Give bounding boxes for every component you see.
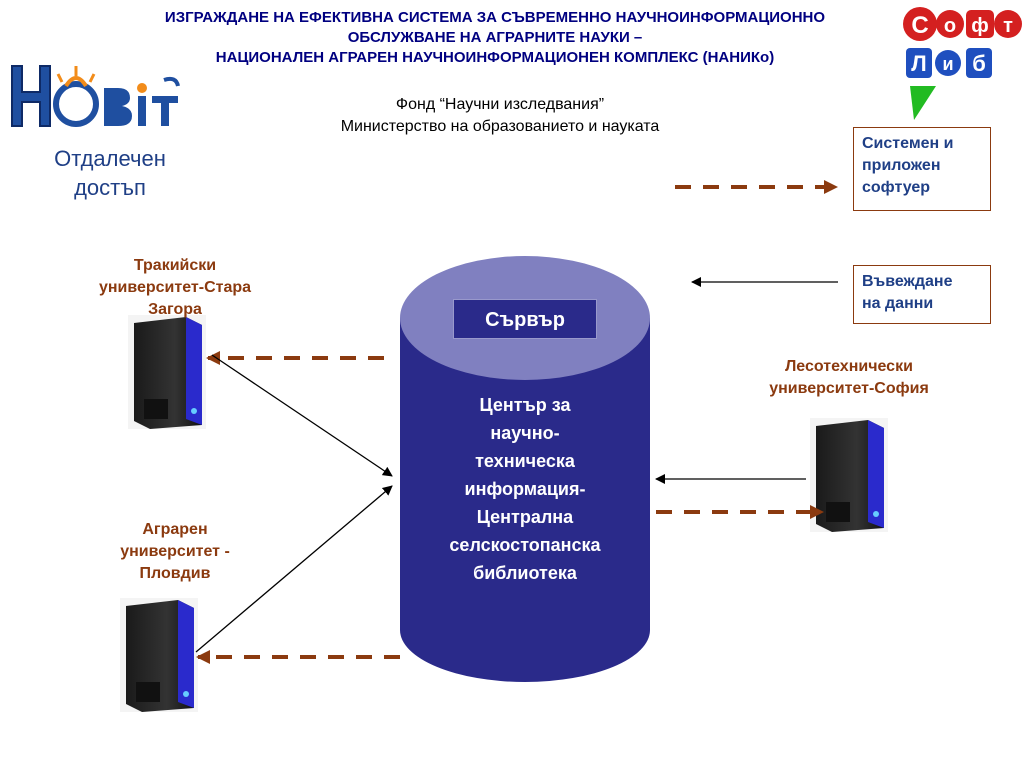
center-line: библиотека: [473, 563, 577, 583]
svg-text:Л: Л: [911, 51, 926, 76]
site-label-line: Лесотехнически: [785, 358, 913, 375]
softlib-logo: С о ф т Л и б: [903, 7, 1022, 120]
center-label: Център за научно- техническа информация-…: [412, 391, 638, 587]
legend-data-entry: Въвеждане на данни: [853, 265, 991, 324]
site-label-line: Пловдив: [139, 565, 211, 582]
svg-text:С: С: [911, 12, 928, 39]
title-line: ОБСЛУЖВАНЕ НА АГРАРНИТЕ НАУКИ –: [347, 29, 643, 46]
svg-text:о: о: [944, 15, 956, 37]
center-line: селскостопанска: [449, 535, 601, 555]
site-label-line: Тракийски: [133, 257, 217, 274]
title-line: НАЦИОНАЛЕН АГРАРЕН НАУЧНОИНФОРМАЦИОНЕН К…: [215, 49, 775, 66]
subtitle: Фонд “Научни изследвания” Министерство н…: [240, 94, 760, 138]
site-label-agro: Аграрен университет - Пловдив: [95, 519, 255, 585]
legend-line: софтуер: [862, 179, 931, 196]
solid-arrow: [211, 354, 393, 477]
site-label-line: университет-София: [769, 380, 929, 397]
svg-text:б: б: [972, 51, 986, 76]
site-label-line: Аграрен: [142, 521, 208, 538]
computer-icon: [810, 418, 888, 532]
computer-icon: [120, 598, 198, 712]
site-label-trakia: Тракийски университет-Стара Загора: [70, 255, 280, 321]
subtitle-line: Министерство на образованието и науката: [340, 118, 660, 135]
center-line: Централна: [476, 507, 574, 527]
center-line: техническа: [475, 451, 575, 471]
server-label: Сървър: [453, 299, 597, 339]
svg-text:т: т: [1003, 15, 1013, 37]
novit-logo: [11, 65, 180, 127]
subtitle-line: Фонд “Научни изследвания”: [395, 96, 605, 113]
site-label-line: университет-Стара: [98, 279, 252, 296]
computer-icon: [128, 315, 206, 429]
legend-line: Системен и: [862, 135, 954, 152]
solid-arrow: [195, 485, 393, 653]
remote-access-line: достъп: [74, 175, 146, 200]
svg-text:и: и: [942, 54, 953, 74]
remote-access-label: Отдалечен достъп: [40, 144, 180, 202]
legend-line: Въвеждане: [862, 273, 953, 290]
legend-software: Системен и приложен софтуер: [853, 127, 991, 211]
title-line: ИЗГРАЖДАНЕ НА ЕФЕКТИВНА СИСТЕМА ЗА СЪВРЕ…: [164, 9, 826, 26]
site-label-line: университет -: [120, 543, 230, 560]
site-label-forest: Лесотехнически университет-София: [740, 356, 958, 400]
center-line: научно-: [490, 423, 560, 443]
page-title: ИЗГРАЖДАНЕ НА ЕФЕКТИВНА СИСТЕМА ЗА СЪВРЕ…: [100, 8, 890, 68]
site-label-line: Загора: [148, 301, 202, 318]
center-line: информация-: [464, 479, 586, 499]
remote-access-line: Отдалечен: [54, 146, 166, 171]
center-line: Център за: [479, 395, 571, 415]
legend-line: на данни: [862, 295, 934, 312]
svg-text:ф: ф: [971, 15, 989, 37]
legend-line: приложен: [862, 157, 941, 174]
